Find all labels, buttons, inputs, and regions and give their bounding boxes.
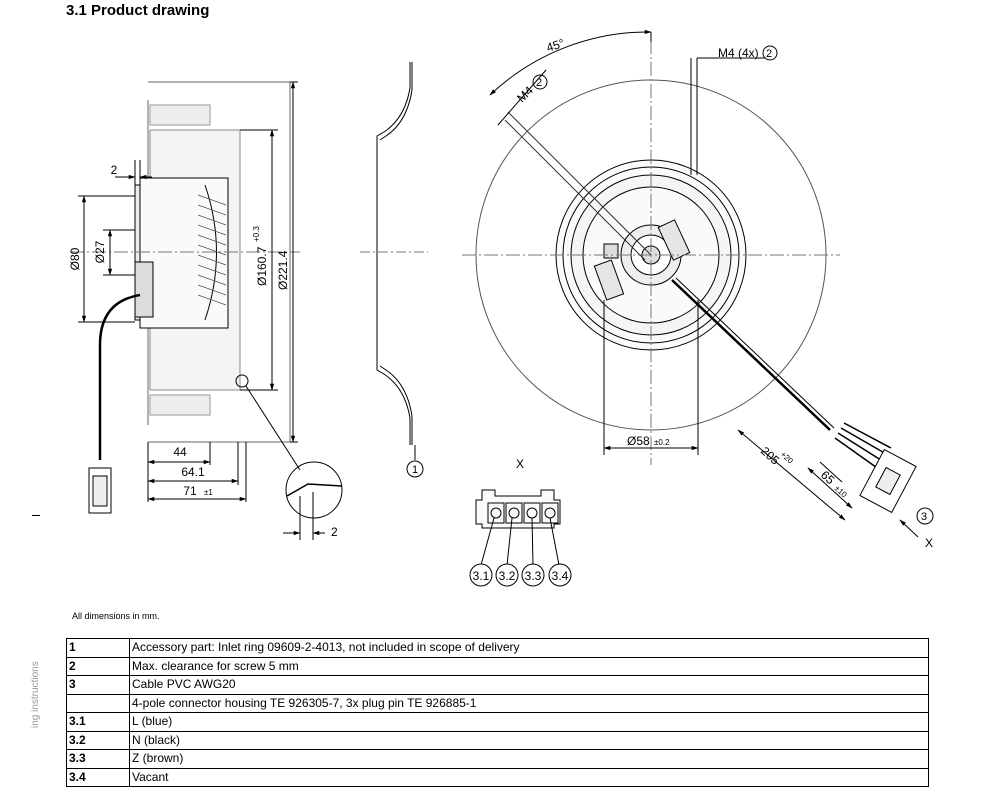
marker-3: 3 xyxy=(921,511,927,523)
legend-key: 1 xyxy=(66,638,130,658)
legend-text: L (blue) xyxy=(129,712,929,732)
legend-text: Cable PVC AWG20 xyxy=(129,675,929,695)
legend-key: 3 xyxy=(66,675,130,695)
pin-3-1: 3.1 xyxy=(473,569,490,583)
dim-d160: Ø160.7 xyxy=(255,246,269,286)
pin-3-2: 3.2 xyxy=(499,569,516,583)
side-view xyxy=(70,81,343,540)
dim-71: 71 xyxy=(183,484,197,498)
front-view xyxy=(462,29,934,538)
product-drawing: 2 Ø80 Ø27 Ø160.7 +0.3 Ø221.4 44 64.1 71 … xyxy=(68,29,934,587)
label-view-x: X xyxy=(516,457,524,471)
legend-text: Vacant xyxy=(129,767,929,787)
margin-mark xyxy=(32,515,40,516)
dim-d160-tol: +0.3 xyxy=(252,226,261,242)
inlet-ring-view xyxy=(360,62,428,478)
dim-m4x4: M4 (4x) xyxy=(718,46,759,60)
label-x-arrow: X xyxy=(925,536,933,550)
dim-d27: Ø27 xyxy=(93,240,107,263)
pin-3-3: 3.3 xyxy=(525,569,542,583)
legend-row: 4-pole connector housing TE 926305-7, 3x… xyxy=(66,693,929,713)
legend-key: 2 xyxy=(66,656,130,676)
section-title: 3.1 Product drawing xyxy=(66,2,210,19)
dim-205-tol: +20 xyxy=(779,450,796,466)
connector-view-x xyxy=(469,489,572,587)
marker-1: 1 xyxy=(412,464,418,476)
dim-65-tol: ±10 xyxy=(833,484,849,500)
legend-key xyxy=(66,693,130,713)
legend-text: 4-pole connector housing TE 926305-7, 3x… xyxy=(129,693,929,713)
legend-text: Max. clearance for screw 5 mm xyxy=(129,656,929,676)
dim-m4: M4 xyxy=(514,83,536,105)
marker-2a: 2 xyxy=(536,77,542,89)
dim-45deg: 45° xyxy=(545,36,567,55)
dim-44: 44 xyxy=(173,445,187,459)
dim-d221: Ø221.4 xyxy=(276,250,290,290)
legend-key: 3.4 xyxy=(66,767,130,787)
legend-key: 3.2 xyxy=(66,730,130,750)
legend-text: N (black) xyxy=(129,730,929,750)
dim-65: 65 xyxy=(818,468,838,488)
side-note: ing instructions xyxy=(30,661,41,728)
legend-key: 3.3 xyxy=(66,749,130,769)
pin-3-4: 3.4 xyxy=(552,569,569,583)
legend-text: Z (brown) xyxy=(129,749,929,769)
legend-key: 3.1 xyxy=(66,712,130,732)
dimension-note: All dimensions in mm. xyxy=(72,611,160,621)
dim-64: 64.1 xyxy=(181,465,205,479)
dim-71-tol: ±1 xyxy=(204,488,213,497)
dim-2-bottom: 2 xyxy=(331,525,338,539)
dim-2-top: 2 xyxy=(111,163,118,177)
dim-d58: Ø58 xyxy=(627,434,650,448)
dim-d80: Ø80 xyxy=(68,247,82,270)
legend-text: Accessory part: Inlet ring 09609-2-4013,… xyxy=(129,638,929,658)
dim-d58-tol: ±0.2 xyxy=(654,438,670,447)
marker-2b: 2 xyxy=(766,48,772,60)
